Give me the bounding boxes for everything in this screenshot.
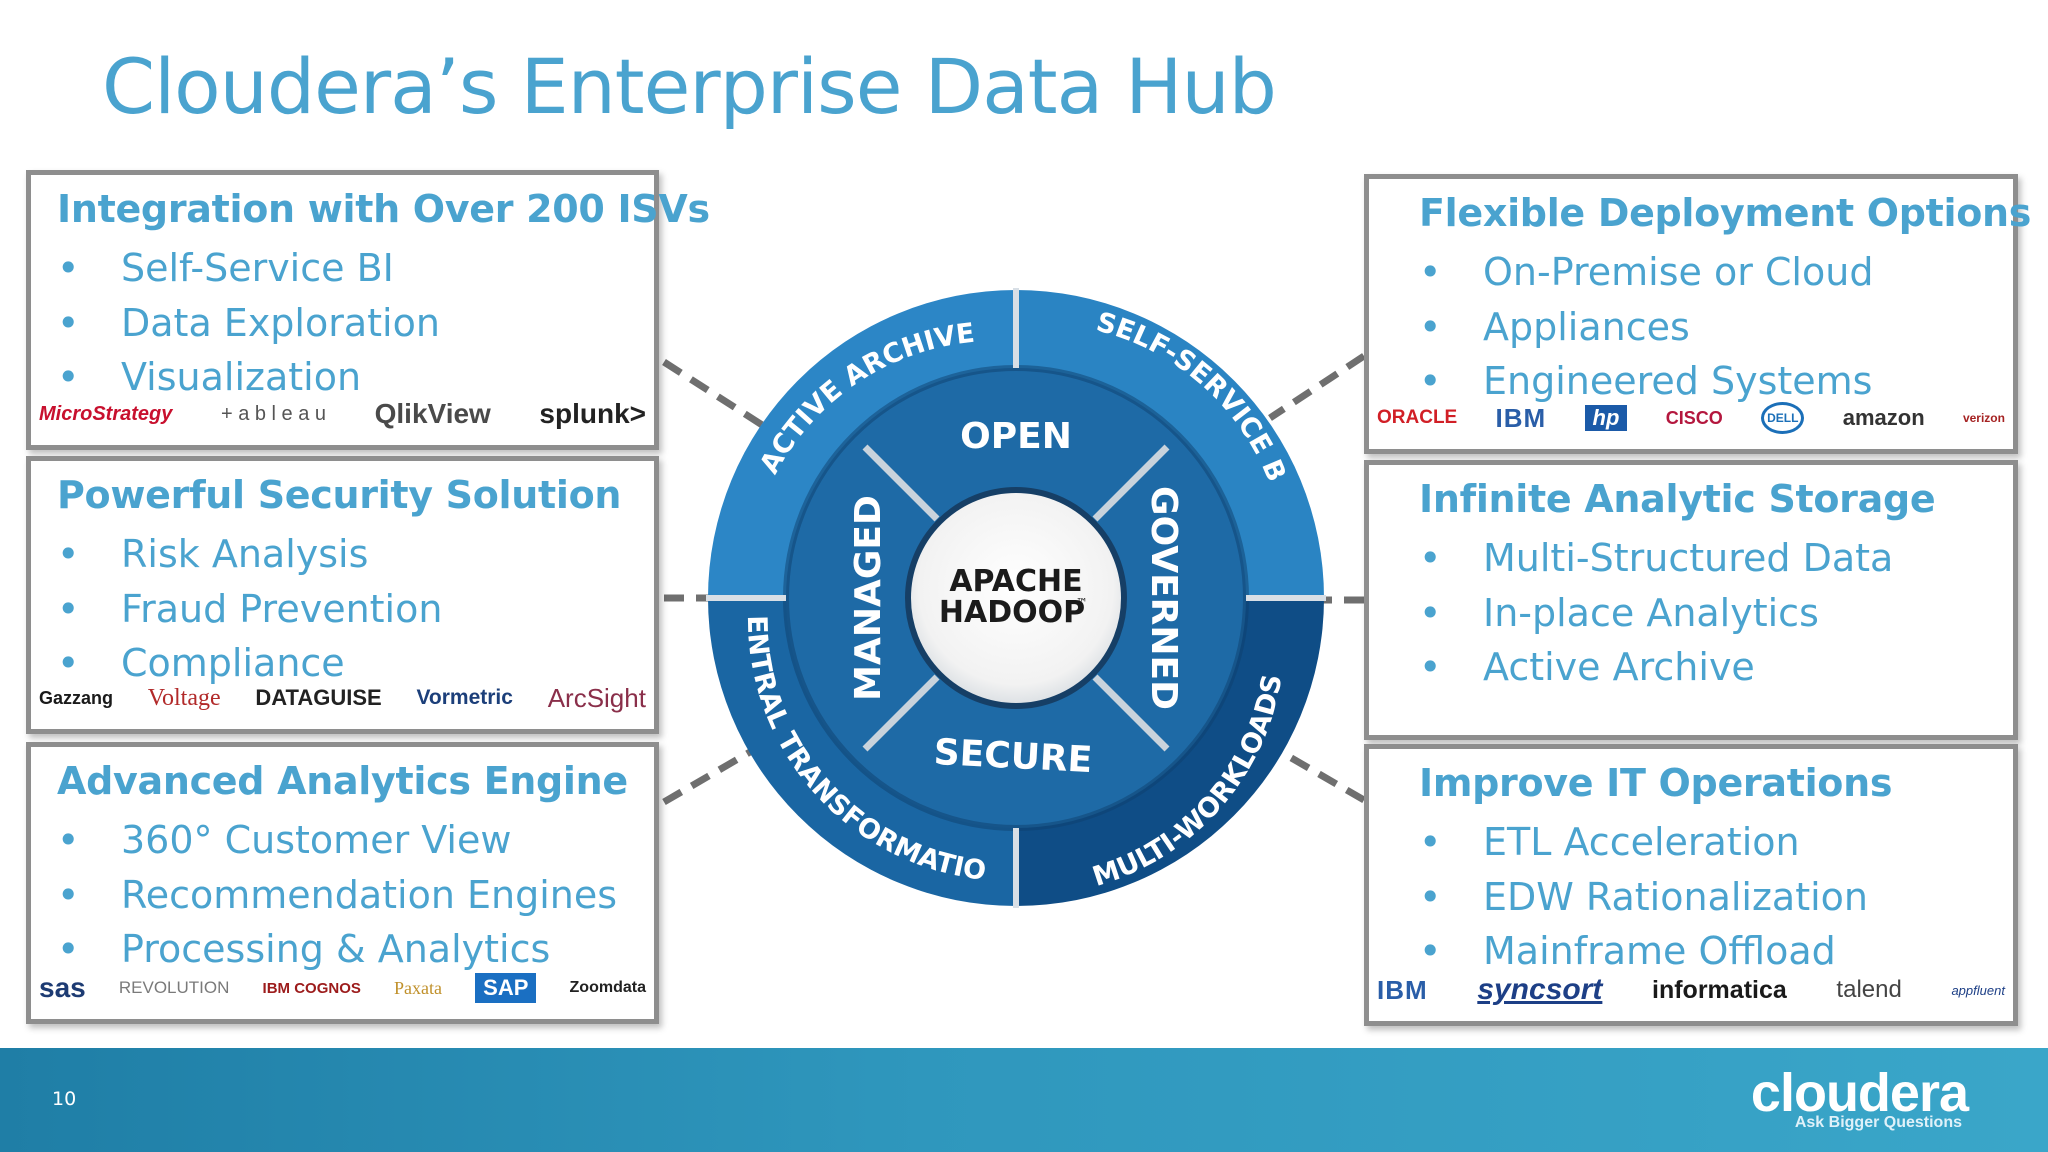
list-item: •Self-Service BI [57, 246, 394, 290]
list-item: •Processing & Analytics [57, 927, 551, 971]
logo-arcsight: ArcSight [547, 682, 646, 713]
logo-microstrategy: MicroStrategy [39, 402, 173, 425]
logo-appfluent: appfluent [1951, 982, 2005, 998]
panel-it-operations: Improve IT Operations •ETL Acceleration … [1364, 744, 2018, 1026]
list-item: •On-Premise or Cloud [1419, 250, 1874, 294]
slide-title: Cloudera’s Enterprise Data Hub [102, 42, 1277, 131]
bullet-list: •Self-Service BI •Data Exploration •Visu… [57, 241, 440, 405]
list-item: •Fraud Prevention [57, 586, 443, 631]
list-item: •Compliance [57, 641, 345, 685]
panel-heading: Integration with Over 200 ISVs [57, 187, 710, 231]
panel-heading: Infinite Analytic Storage [1419, 477, 1936, 521]
inner-label-open: OPEN [960, 416, 1072, 457]
connector-lines [662, 353, 1366, 806]
list-item: •Mainframe Offload [1419, 929, 1836, 973]
footer-band [0, 1048, 2048, 1152]
panel-security: Powerful Security Solution •Risk Analysi… [26, 456, 659, 734]
logo-informatica: informatica [1652, 975, 1787, 1004]
logo-qlikview: QlikView [374, 398, 491, 429]
list-item: •Appliances [1419, 304, 1690, 349]
panel-heading: Improve IT Operations [1419, 761, 1893, 805]
logo-syncsort: syncsort [1477, 973, 1603, 1006]
partner-logos: sas REVOLUTION IBM COGNOS Paxata SAP Zoo… [39, 967, 646, 1009]
center-hub [905, 487, 1127, 709]
list-item: •360° Customer View [57, 818, 512, 862]
bullet-list: •ETL Acceleration •EDW Rationalization •… [1419, 815, 1868, 979]
logo-voltage: Voltage [147, 684, 221, 711]
logo-dataguise: DATAGUISE [255, 685, 382, 710]
partner-logos: IBM syncsort informatica talend appfluen… [1377, 969, 2005, 1011]
list-item: •Recommendation Engines [57, 872, 618, 917]
logo-amazon: amazon [1842, 405, 1925, 430]
list-item: •Risk Analysis [57, 532, 369, 576]
logo-sap: SAP [475, 973, 537, 1003]
panel-heading: Powerful Security Solution [57, 473, 622, 517]
logo-hp: hp [1584, 405, 1628, 431]
list-item: •Data Exploration [57, 300, 440, 345]
logo-tableau: + a b l e a u [220, 402, 327, 425]
logo-ibm: IBM [1495, 402, 1547, 433]
list-item: •Visualization [57, 355, 362, 399]
logo-paxata: Paxata [394, 977, 442, 998]
list-item: •Active Archive [1419, 645, 1755, 689]
logo-oracle: ORACLE [1377, 407, 1458, 428]
list-item: •ETL Acceleration [1419, 820, 1800, 864]
logo-talend: talend [1836, 976, 1902, 1003]
cloudera-logo: cloudera [1750, 1063, 1969, 1123]
panel-heading: Flexible Deployment Options [1419, 191, 2032, 235]
panel-heading: Advanced Analytics Engine [57, 759, 628, 803]
logo-cisco: CISCO [1665, 407, 1723, 428]
panel-advanced-analytics: Advanced Analytics Engine •360° Customer… [26, 742, 659, 1024]
inner-label-managed: MANAGED [848, 495, 889, 701]
trademark-mark: ™ [1076, 596, 1088, 610]
logo-vormetric: Vormetric [416, 686, 513, 709]
page-number: 10 [52, 1088, 77, 1110]
bullet-list: •Multi-Structured Data •In-place Analyti… [1419, 531, 1893, 695]
logo-verizon: verizon [1962, 411, 2005, 425]
center-label-apache: APACHE [949, 564, 1082, 599]
list-item: •EDW Rationalization [1419, 874, 1868, 919]
partner-logos: Gazzang Voltage DATAGUISE Vormetric ArcS… [39, 677, 646, 719]
cloudera-tagline: Ask Bigger Questions [1794, 1114, 1962, 1131]
bullet-list: •Risk Analysis •Fraud Prevention •Compli… [57, 527, 442, 691]
inner-label-secure: SECURE [933, 732, 1093, 781]
logo-ibm: IBM [1377, 974, 1428, 1005]
panel-deployment-options: Flexible Deployment Options •On-Premise … [1364, 174, 2031, 454]
logo-revolution: REVOLUTION [118, 978, 230, 997]
center-label-hadoop: HADOOP [939, 595, 1085, 630]
bullet-list: •360° Customer View •Recommendation Engi… [57, 813, 617, 977]
logo-gazzang: Gazzang [39, 687, 114, 708]
list-item: •In-place Analytics [1419, 590, 1819, 635]
logo-zoomdata: Zoomdata [569, 979, 646, 996]
connector-isv [662, 359, 772, 433]
logo-ibm-cognos: IBM COGNOS [262, 979, 361, 997]
logo-dell: DELL [1761, 402, 1805, 434]
partner-logos: ORACLE IBM hp CISCO DELL amazon verizon [1377, 397, 2005, 439]
inner-label-governed: GOVERNED [1143, 486, 1184, 710]
logo-sas: sas [39, 972, 86, 1003]
panel-analytic-storage: Infinite Analytic Storage •Multi-Structu… [1364, 460, 2018, 740]
list-item: •Engineered Systems [1419, 359, 1873, 403]
bullet-list: •On-Premise or Cloud •Appliances •Engine… [1419, 245, 1873, 409]
list-item: •Multi-Structured Data [1419, 536, 1894, 580]
logo-splunk: splunk> [539, 398, 646, 429]
panel-isv-integration: Integration with Over 200 ISVs •Self-Ser… [26, 170, 710, 450]
connector-deployment [1268, 353, 1366, 421]
partner-logos: MicroStrategy + a b l e a u QlikView spl… [39, 393, 646, 435]
connector-analytics [662, 748, 752, 806]
connector-operations [1286, 752, 1366, 804]
